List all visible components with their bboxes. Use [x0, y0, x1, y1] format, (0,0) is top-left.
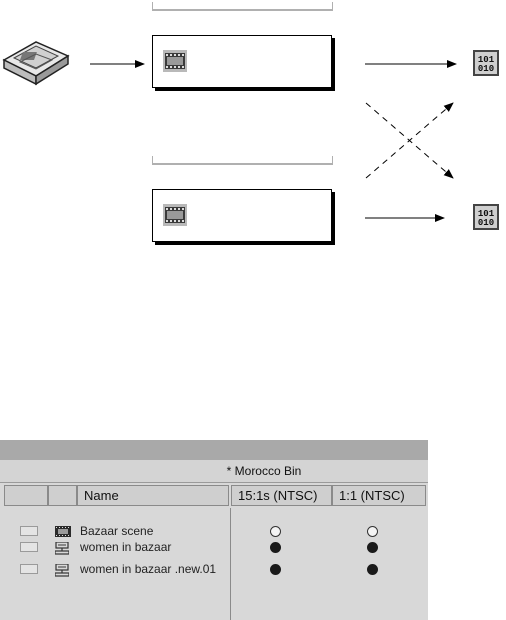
bin-row[interactable]: women in bazaar — [0, 540, 428, 557]
svg-text:101: 101 — [478, 55, 495, 65]
bottom-clip-box — [152, 189, 332, 242]
column-header-icon[interactable] — [48, 485, 77, 506]
svg-text:010: 010 — [478, 64, 494, 74]
media-online-indicator — [367, 564, 378, 575]
bin-contents: Bazaar scene women in bazaar — [0, 507, 428, 620]
master-clip-icon — [55, 564, 69, 577]
column-header-15-1s[interactable]: 15:1s (NTSC) — [231, 485, 332, 506]
relink-diagram: 101 010 101 010 — [0, 0, 506, 260]
row-name[interactable]: women in bazaar .new.01 — [80, 562, 217, 576]
column-header-select[interactable] — [4, 485, 48, 506]
column-header-name[interactable]: Name — [77, 485, 229, 506]
media-online-indicator — [270, 542, 281, 553]
bin-row[interactable]: Bazaar scene — [0, 524, 428, 541]
media-offline-indicator — [367, 526, 378, 537]
bottom-timeline-bracket — [152, 156, 333, 165]
row-select-box[interactable] — [20, 542, 38, 552]
svg-text:010: 010 — [478, 218, 494, 228]
film-clip-icon — [163, 50, 187, 72]
film-clip-icon — [163, 204, 187, 226]
svg-text:101: 101 — [478, 209, 495, 219]
bin-window: * Morocco Bin Name 15:1s (NTSC) 1:1 (NTS… — [0, 440, 428, 620]
top-timeline-bracket — [152, 2, 333, 11]
videotape-icon — [2, 41, 70, 86]
dashed-arrow-cross-up — [365, 102, 454, 179]
media-file-icon: 101 010 — [473, 50, 499, 76]
column-header-1-1[interactable]: 1:1 (NTSC) — [332, 485, 426, 506]
media-offline-indicator — [270, 526, 281, 537]
row-select-box[interactable] — [20, 564, 38, 574]
column-divider — [230, 508, 231, 620]
top-clip-box — [152, 35, 332, 88]
bin-titlebar[interactable] — [0, 440, 428, 460]
clip-icon — [55, 526, 71, 537]
bin-title: * Morocco Bin — [0, 460, 428, 483]
row-name[interactable]: Bazaar scene — [80, 524, 154, 538]
bin-title-text: * Morocco Bin — [226, 464, 302, 478]
media-online-indicator — [367, 542, 378, 553]
bin-row[interactable]: women in bazaar .new.01 — [0, 562, 428, 579]
row-select-box[interactable] — [20, 526, 38, 536]
media-online-indicator — [270, 564, 281, 575]
row-name[interactable]: women in bazaar — [80, 540, 172, 554]
master-clip-icon — [55, 542, 69, 555]
arrow-layer — [90, 60, 457, 222]
media-file-icon: 101 010 — [473, 204, 499, 230]
